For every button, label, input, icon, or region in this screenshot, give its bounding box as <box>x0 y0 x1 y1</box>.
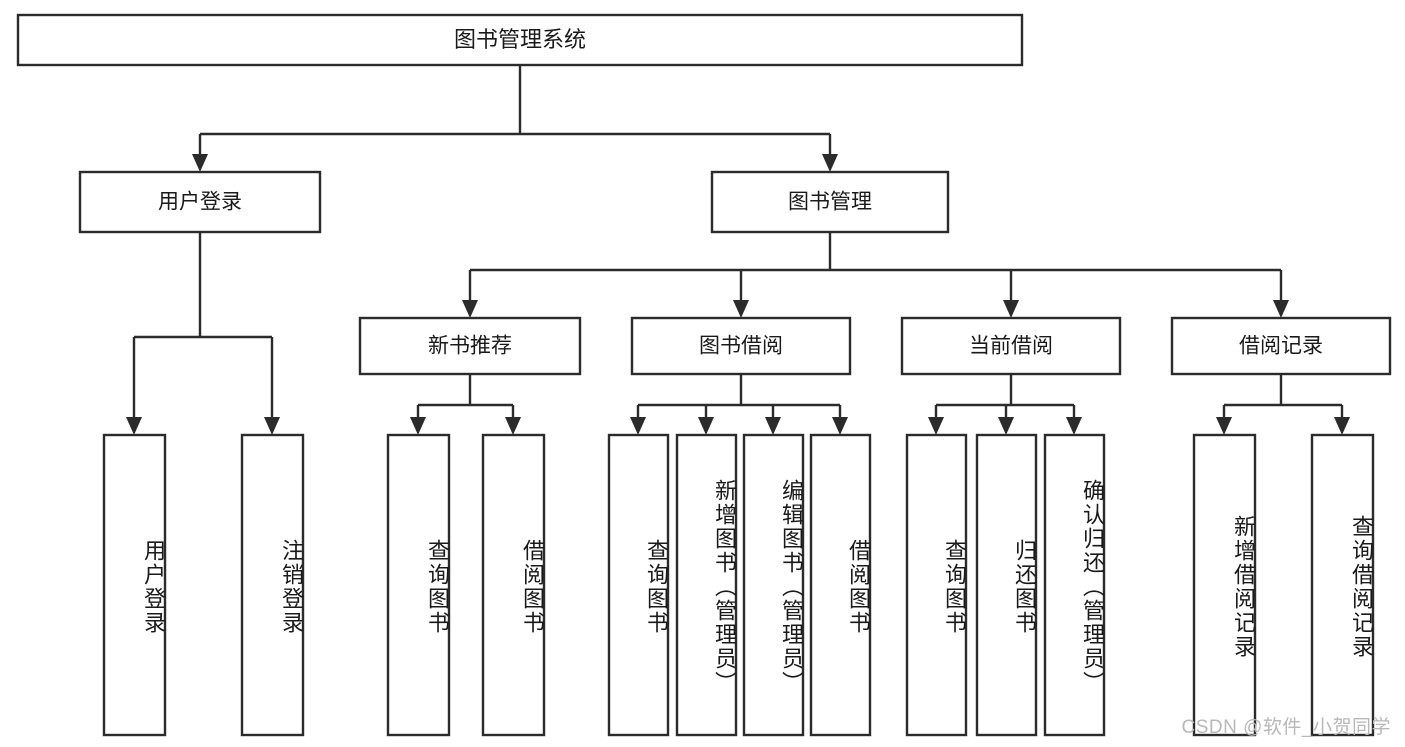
node-box-leaf-confirm-return-admin[interactable] <box>1043 433 1106 737</box>
node-box-new-book-recommend[interactable] <box>358 316 582 376</box>
node-box-leaf-add-borrow-record[interactable] <box>1192 433 1257 737</box>
connector-bus-book-borrow <box>636 374 842 418</box>
arrow-head-icon <box>733 300 749 318</box>
node-label-root: 图书管理系统 <box>454 27 586 52</box>
arrow-head-icon <box>264 417 280 435</box>
node-label-book-borrow: 图书借阅 <box>699 335 783 358</box>
arrow-head-icon <box>630 417 646 435</box>
node-box-leaf-return-book[interactable] <box>975 433 1038 737</box>
node-box-leaf-query-book-2[interactable] <box>607 433 670 737</box>
node-box-leaf-query-borrow-record[interactable] <box>1310 433 1375 737</box>
arrow-head-icon <box>698 417 714 435</box>
arrow-head-icon <box>1216 417 1232 435</box>
connectors-layer <box>126 65 1350 435</box>
arrow-head-icon <box>410 417 426 435</box>
csdn-watermark: CSDN @软件_小贺同学 <box>1181 717 1391 738</box>
arrow-head-icon <box>462 300 478 318</box>
node-box-root[interactable] <box>16 13 1024 67</box>
connector-bus-book-manage <box>468 232 1283 301</box>
node-box-leaf-borrow-book-1[interactable] <box>481 433 546 737</box>
node-label-book-manage: 图书管理 <box>788 191 872 214</box>
arrow-head-icon <box>998 417 1014 435</box>
node-label-borrow-record: 借阅记录 <box>1239 335 1323 358</box>
node-box-current-borrow[interactable] <box>900 316 1122 376</box>
node-box-borrow-record[interactable] <box>1170 316 1392 376</box>
node-box-book-borrow[interactable] <box>630 316 852 376</box>
arrow-head-icon <box>1066 417 1082 435</box>
node-box-book-manage[interactable] <box>710 170 950 234</box>
node-box-leaf-borrow-book-2[interactable] <box>809 433 872 737</box>
node-label-user-login: 用户登录 <box>158 191 242 214</box>
node-box-leaf-user-login[interactable] <box>102 433 167 737</box>
arrow-head-icon <box>1003 300 1019 318</box>
arrow-head-icon <box>928 417 944 435</box>
connector-bus-root <box>198 65 832 155</box>
node-box-leaf-add-book-admin[interactable] <box>675 433 738 737</box>
arrow-head-icon <box>832 417 848 435</box>
connector-bus-user-login <box>132 232 274 418</box>
node-box-user-login[interactable] <box>78 170 322 234</box>
node-label-current-borrow: 当前借阅 <box>969 335 1053 358</box>
connector-bus-borrow-record <box>1222 374 1344 418</box>
arrow-head-icon <box>822 154 838 172</box>
node-box-leaf-query-book-1[interactable] <box>386 433 451 737</box>
arrow-head-icon <box>505 417 521 435</box>
node-box-leaf-query-book-3[interactable] <box>905 433 968 737</box>
arrow-head-icon <box>192 154 208 172</box>
arrow-head-icon <box>126 417 142 435</box>
arrow-head-icon <box>1273 300 1289 318</box>
connector-bus-current-borrow <box>934 374 1076 418</box>
node-box-leaf-edit-book-admin[interactable] <box>742 433 805 737</box>
node-box-leaf-logout-login[interactable] <box>240 433 305 737</box>
boxes-layer <box>16 13 1392 737</box>
connector-bus-new-book <box>416 374 515 418</box>
arrow-head-icon <box>1334 417 1350 435</box>
node-label-new-book-recommend: 新书推荐 <box>428 335 512 358</box>
arrow-head-icon <box>765 417 781 435</box>
